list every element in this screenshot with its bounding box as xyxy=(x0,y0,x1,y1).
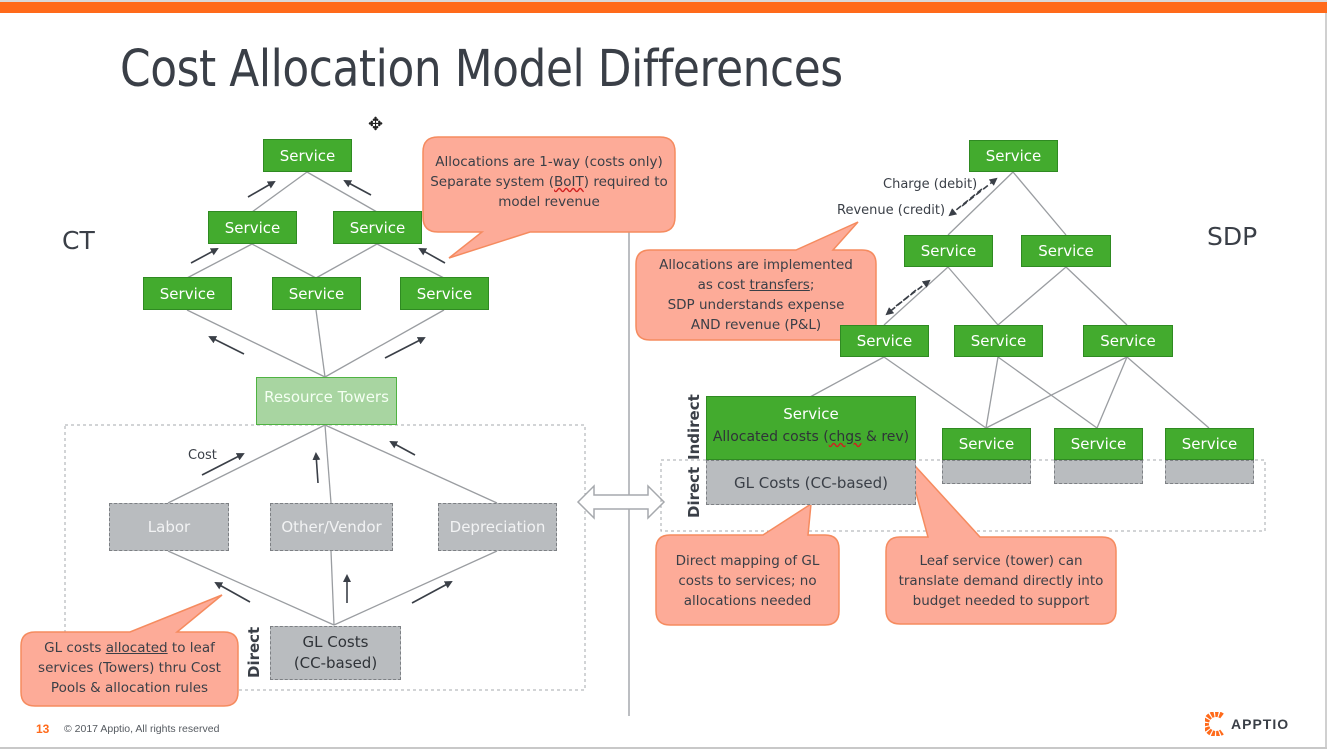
sdp-leaf-service-3: Service xyxy=(1165,428,1254,460)
sdp-service-l3-right: Service xyxy=(1083,325,1173,357)
cost-label: Cost xyxy=(188,448,217,463)
sdp-service-root: Service xyxy=(969,140,1058,172)
cost-pool-labor: Labor xyxy=(109,503,229,551)
callout-line: Leaf service (tower) can xyxy=(919,553,1083,569)
callout-gl-allocated xyxy=(20,594,239,707)
apptio-logo: APPTIO xyxy=(1205,712,1289,736)
callout-one-way xyxy=(422,136,676,259)
text-span: allocated xyxy=(105,640,168,656)
sdp-service-l3-left: Service xyxy=(840,325,929,357)
callout-gl-allocated-text: GL costs allocated to leaf services (Tow… xyxy=(21,638,238,698)
callout-line: Allocations are implemented xyxy=(659,257,853,273)
ct-service-root: Service xyxy=(263,139,352,172)
ct-service-l2-right: Service xyxy=(333,211,422,244)
revenue-credit-label: Revenue (credit) xyxy=(837,203,946,218)
copyright-text: © 2017 Apptio, All rights reserved xyxy=(64,723,220,735)
ct-service-l3-middle: Service xyxy=(272,277,361,310)
text-span: Allocated costs ( xyxy=(712,429,829,445)
gl-costs-line1: GL Costs xyxy=(302,633,369,651)
callout-line: model revenue xyxy=(498,194,600,210)
callout-line: Allocations are 1-way (costs only) xyxy=(435,154,663,170)
callout-line: Pools & allocation rules xyxy=(50,680,209,696)
sdp-service-l3-middle: Service xyxy=(954,325,1043,357)
ct-region xyxy=(64,424,586,691)
ct-direct-label: Direct xyxy=(245,626,263,678)
callout-line: AND revenue (P&L) xyxy=(690,317,822,333)
ct-gl-costs-box: GL Costs (CC-based) xyxy=(270,626,401,680)
cost-pool-other-vendor: Other/Vendor xyxy=(270,503,393,551)
cost-pool-depreciation: Depreciation xyxy=(438,503,557,551)
ct-tree-lines xyxy=(167,171,498,626)
sdp-leaf-service-1: Service xyxy=(942,428,1031,460)
text-span: transfers xyxy=(749,277,810,293)
sdp-leaf-gl-stub-1 xyxy=(942,460,1031,484)
charge-debit-label: Charge (debit) xyxy=(883,177,978,192)
ct-label: CT xyxy=(62,226,95,255)
mouse-cursor-icon: ✥ xyxy=(368,114,384,134)
compare-double-arrow xyxy=(576,484,666,520)
sdp-tree-lines xyxy=(809,171,1210,429)
text-span: to leaf xyxy=(167,640,215,656)
text-span: Separate system ( xyxy=(430,174,555,190)
ct-service-l2-left: Service xyxy=(208,211,297,244)
page-number: 13 xyxy=(36,722,50,736)
callout-direct-mapping-text: Direct mapping of GL costs to services; … xyxy=(656,551,839,611)
sdp-gl-costs-box: GL Costs (CC-based) xyxy=(706,460,916,505)
sdp-leaf-service-2: Service xyxy=(1054,428,1143,460)
logo-text: APPTIO xyxy=(1231,716,1290,732)
callout-leaf-service-text: Leaf service (tower) can translate deman… xyxy=(886,551,1116,611)
sdp-indirect-label: Indirect xyxy=(685,394,703,460)
callout-line: Direct mapping of GL xyxy=(675,553,820,569)
sdp-flow-arrows xyxy=(885,177,998,316)
big-service-subtitle: Allocated costs (chgs & rev) xyxy=(713,429,909,445)
text-span: ; xyxy=(809,277,815,293)
callout-line: costs to services; no xyxy=(678,573,817,589)
callout-transfers-text: Allocations are implemented as cost tran… xyxy=(636,255,876,335)
callout-line: as cost transfers; xyxy=(636,275,876,295)
callout-line: allocations needed xyxy=(683,593,812,609)
text-span: & rev) xyxy=(861,429,910,445)
callout-line: budget needed to support xyxy=(912,593,1090,609)
accent-bar xyxy=(0,0,1327,13)
sdp-leaf-gl-stub-3 xyxy=(1165,460,1254,484)
frame-border xyxy=(0,747,1327,749)
callout-line: translate demand directly into xyxy=(898,573,1104,589)
text-span: as cost xyxy=(697,277,750,293)
sdp-service-l2-left: Service xyxy=(904,235,993,267)
callout-line: GL costs allocated to leaf xyxy=(21,638,238,658)
sdp-service-l2-right: Service xyxy=(1021,235,1111,267)
text-span: GL costs xyxy=(44,640,106,656)
callout-direct-mapping xyxy=(655,502,840,626)
resource-towers-box: Resource Towers xyxy=(256,377,397,425)
sdp-direct-label: Direct xyxy=(685,466,703,518)
sdp-leaf-gl-stub-2 xyxy=(1054,460,1143,484)
callout-one-way-text: Allocations are 1-way (costs only) Separ… xyxy=(423,152,675,212)
callout-leaf-service xyxy=(885,455,1117,625)
ct-service-l3-left: Service xyxy=(143,277,232,310)
callout-shapes xyxy=(20,136,1117,707)
slide-title: Cost Allocation Model Differences xyxy=(120,40,843,99)
frame-border xyxy=(1325,13,1327,749)
sdp-label: SDP xyxy=(1207,222,1258,251)
callout-line: SDP understands expense xyxy=(667,297,845,313)
callout-line: services (Towers) thru Cost xyxy=(38,660,221,676)
ct-service-l3-right: Service xyxy=(400,277,489,310)
ct-flow-arrows xyxy=(190,180,453,604)
callout-line: Separate system (BoIT) required to xyxy=(423,172,675,192)
sdp-big-service-box: Service Allocated costs (chgs & rev) xyxy=(706,396,916,460)
text-span: BoIT xyxy=(554,174,584,190)
apptio-logo-icon xyxy=(1205,712,1224,736)
text-span: ) required to xyxy=(583,174,668,190)
gl-costs-line2: (CC-based) xyxy=(293,654,378,672)
text-span: chgs xyxy=(828,429,862,445)
big-service-title: Service xyxy=(783,405,839,423)
